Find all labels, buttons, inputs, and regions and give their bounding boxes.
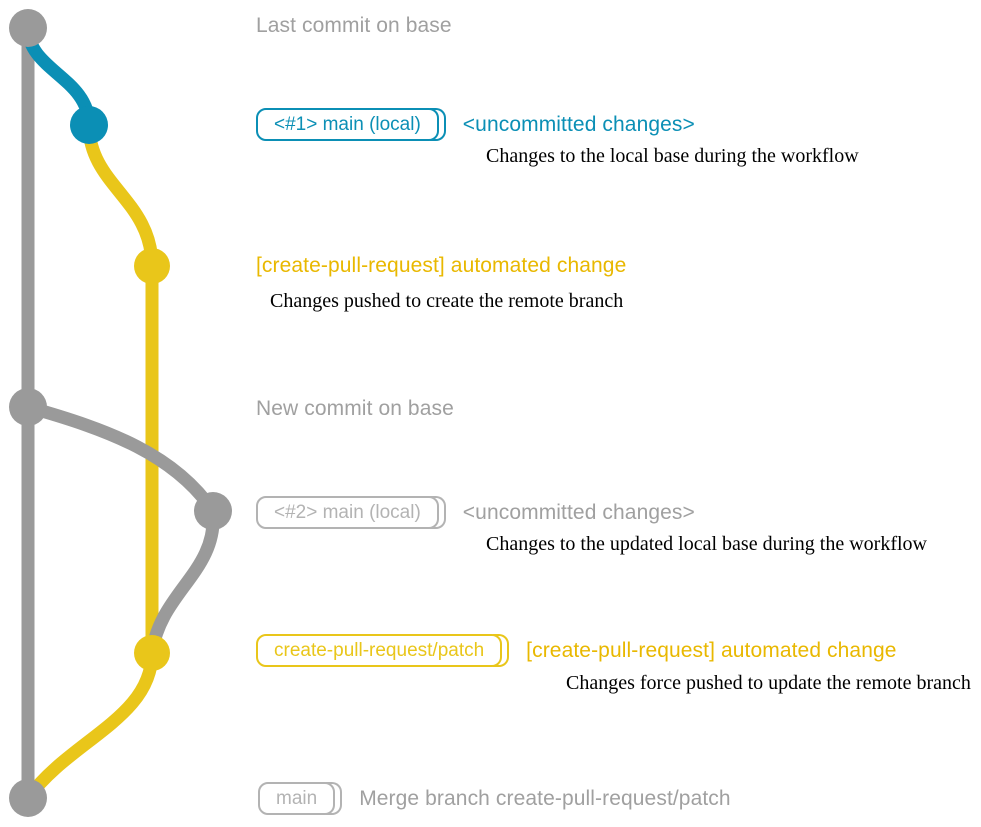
row-local-uncommitted-1: <#1> main (local) <uncommitted changes> bbox=[256, 108, 695, 141]
node-automated-1 bbox=[134, 248, 170, 284]
commit-description-automated-1: Changes pushed to create the remote bran… bbox=[270, 290, 624, 312]
commit-nodes bbox=[9, 9, 232, 817]
edge-local2-to-automated2 bbox=[145, 504, 220, 660]
node-local-1 bbox=[70, 106, 108, 144]
commit-subject: <uncommitted changes> bbox=[462, 112, 695, 136]
commit-subject: [create-pull-request] automated change bbox=[526, 638, 897, 662]
node-base-new bbox=[9, 388, 47, 426]
commit-subject: Last commit on base bbox=[256, 14, 452, 37]
node-local-2 bbox=[194, 492, 232, 530]
ref-tag-create-pull-request-patch[interactable]: create-pull-request/patch bbox=[256, 634, 510, 667]
row-merge-commit: main Merge branch create-pull-request/pa… bbox=[258, 782, 731, 815]
row-new-commit-on-base: New commit on base bbox=[256, 397, 454, 421]
edge-automated2-to-merge bbox=[21, 646, 159, 805]
commit-subject: [create-pull-request] automated change bbox=[256, 254, 627, 277]
row-automated-change-2: create-pull-request/patch [create-pull-r… bbox=[256, 634, 897, 667]
commit-description-local-2: Changes to the updated local base during… bbox=[486, 533, 927, 555]
commit-description-automated-2: Changes force pushed to update the remot… bbox=[566, 672, 971, 694]
node-automated-2 bbox=[134, 635, 170, 671]
commit-subject: Merge branch create-pull-request/patch bbox=[359, 786, 731, 810]
edge-basenew-to-local2 bbox=[21, 400, 220, 518]
commit-description-local-1: Changes to the local base during the wor… bbox=[486, 145, 859, 167]
commit-subject: <uncommitted changes> bbox=[462, 500, 695, 524]
edge-local1-to-automated1 bbox=[82, 118, 159, 273]
row-automated-change-1: [create-pull-request] automated change bbox=[256, 254, 626, 278]
node-merge-commit bbox=[9, 779, 47, 817]
commit-subject: New commit on base bbox=[256, 397, 454, 420]
ref-tag-local-1[interactable]: <#1> main (local) bbox=[256, 108, 446, 141]
node-base-head bbox=[9, 9, 47, 47]
ref-tag-main[interactable]: main bbox=[258, 782, 343, 815]
row-local-uncommitted-2: <#2> main (local) <uncommitted changes> bbox=[256, 496, 695, 529]
ref-tag-local-2[interactable]: <#2> main (local) bbox=[256, 496, 446, 529]
row-last-commit-on-base: Last commit on base bbox=[256, 14, 452, 38]
